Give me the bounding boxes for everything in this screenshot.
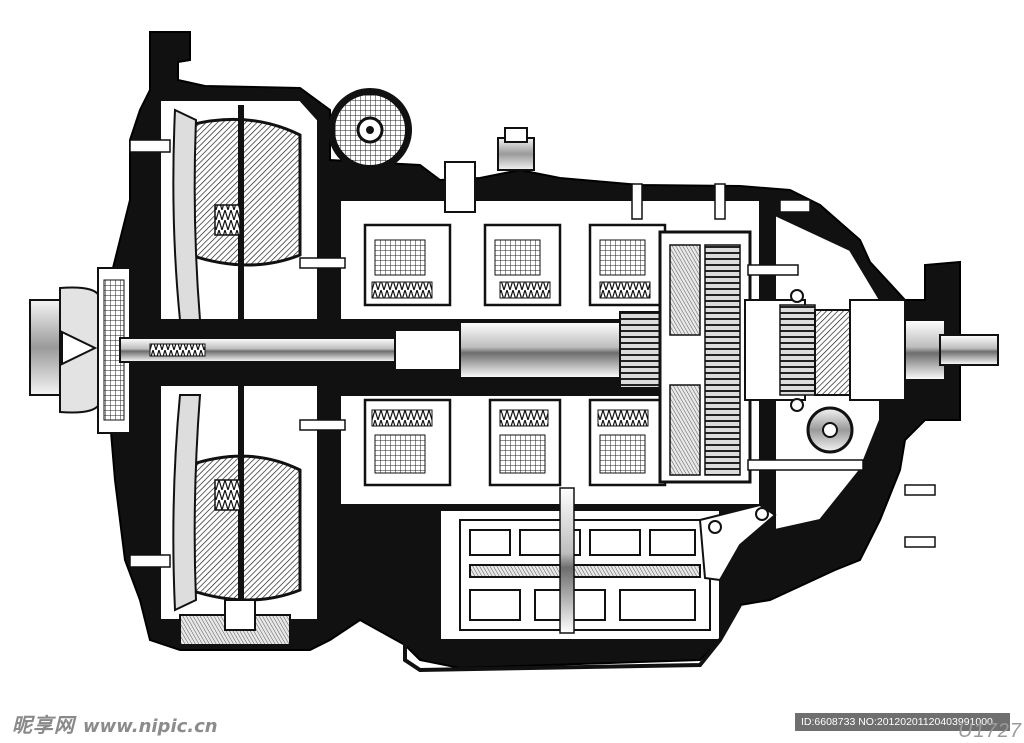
oil-pan xyxy=(403,600,742,673)
image-id-banner: ID:6608733 NO:20120201120403991000 xyxy=(795,713,1010,731)
planetary-gearset xyxy=(658,230,752,484)
site-url: www.nipic.cn xyxy=(83,716,218,737)
drawing-code: U1727 xyxy=(958,720,1022,742)
site-watermark: 昵享网 www.nipic.cn xyxy=(12,709,218,739)
torque-converter xyxy=(172,105,302,646)
clutch-packs-lower xyxy=(363,398,667,487)
site-logo: 昵享网 xyxy=(12,713,75,737)
output-assembly xyxy=(744,289,999,454)
oil-pump xyxy=(328,88,726,220)
valve-body xyxy=(459,487,777,634)
clutch-packs-upper xyxy=(363,223,667,307)
housing-bolts xyxy=(129,139,936,568)
input-flange xyxy=(29,267,131,434)
